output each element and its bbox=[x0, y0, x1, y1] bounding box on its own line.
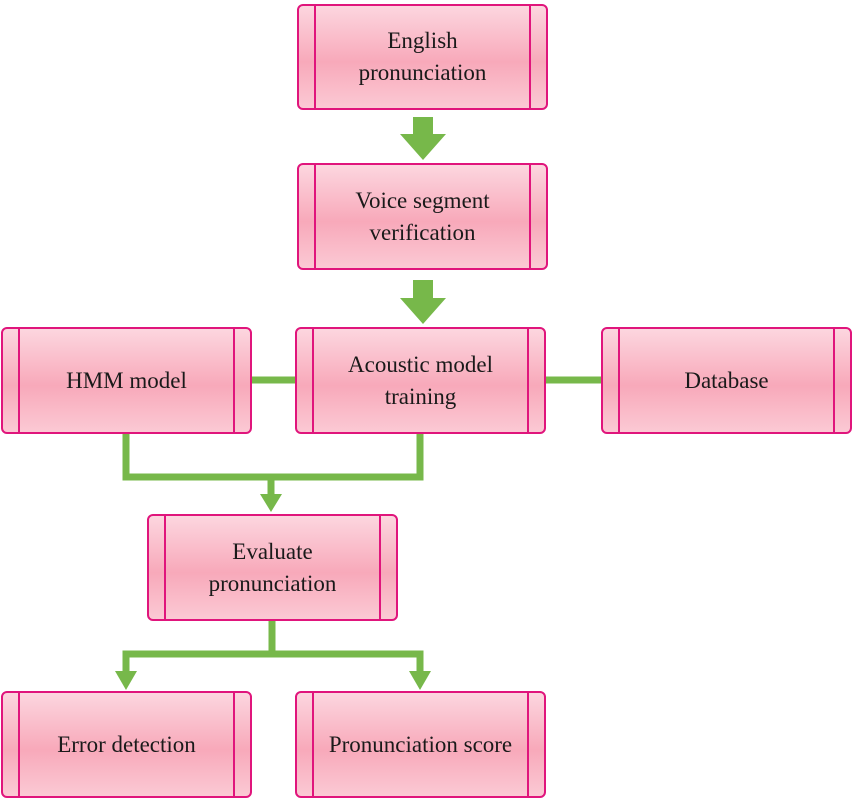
node-database-label: Database bbox=[684, 367, 769, 393]
node-english-pronunciation: English pronunciation bbox=[297, 4, 548, 110]
node-voice-segment-verification: Voice segment verification bbox=[297, 163, 548, 270]
arrowhead-to-evaluate bbox=[260, 494, 282, 512]
node-english-pronunciation-label: English pronunciation bbox=[358, 28, 487, 85]
node-acoustic-model-training-label: Acoustic model training bbox=[348, 351, 493, 409]
link-hmm-acoustic-merge bbox=[122, 431, 424, 481]
node-database: Database bbox=[601, 327, 852, 434]
node-acoustic-model-training: Acoustic model training bbox=[295, 327, 546, 434]
block-arrow-voice-to-acoustic bbox=[400, 280, 446, 324]
arrowhead-to-error-detection bbox=[115, 671, 137, 690]
node-pronunciation-score: Pronunciation score bbox=[295, 691, 546, 798]
node-evaluate-pronunciation-label: Evaluate pronunciation bbox=[208, 538, 337, 596]
node-evaluate-pronunciation: Evaluate pronunciation bbox=[147, 514, 398, 621]
node-error-detection: Error detection bbox=[1, 691, 252, 798]
node-voice-segment-verification-label: Voice segment verification bbox=[355, 187, 490, 245]
arrowhead-to-pronunciation-score bbox=[409, 671, 431, 690]
node-hmm-model-label: HMM model bbox=[66, 367, 187, 393]
node-hmm-model: HMM model bbox=[1, 327, 252, 434]
node-pronunciation-score-label: Pronunciation score bbox=[328, 731, 513, 757]
block-arrow-english-to-voice bbox=[400, 117, 446, 160]
link-evaluate-split bbox=[122, 650, 424, 674]
node-error-detection-label: Error detection bbox=[57, 731, 196, 757]
